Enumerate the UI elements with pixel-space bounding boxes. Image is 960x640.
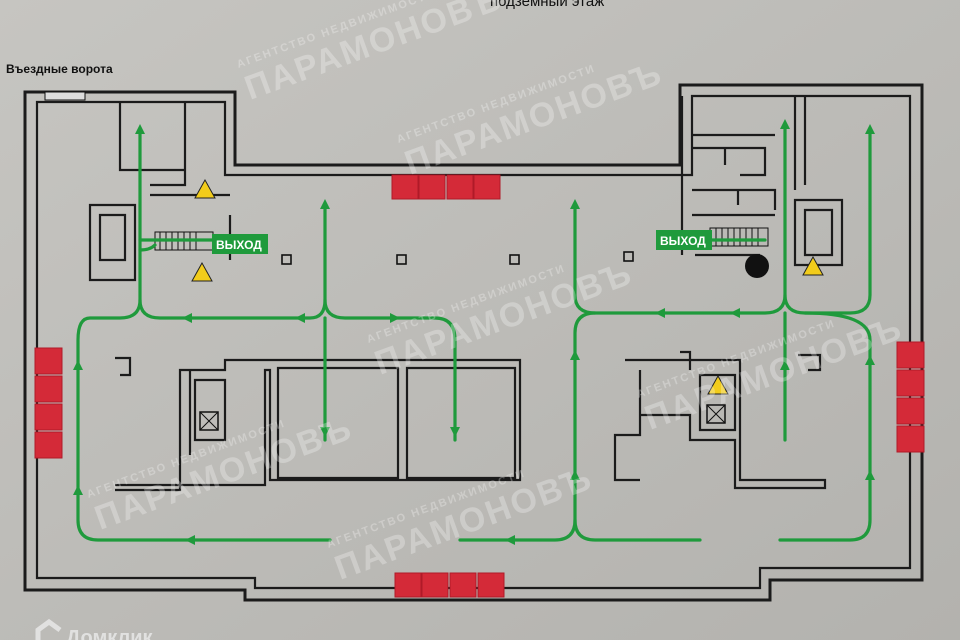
fire-extinguisher-icon	[34, 403, 63, 431]
arrow-down-icon	[320, 427, 330, 437]
arrow-right-icon	[390, 313, 400, 323]
arrow-left-icon	[182, 313, 192, 323]
fire-extinguisher-icon	[896, 341, 925, 369]
domclick-logo: Домклик	[35, 618, 153, 640]
arrow-up-icon	[570, 350, 580, 360]
fire-extinguisher-icon	[477, 572, 505, 598]
exit-sign-left: ВЫХОД	[212, 234, 268, 254]
fire-extinguisher-icon	[896, 425, 925, 453]
arrow-up-icon	[865, 470, 875, 480]
fire-extinguisher-icon	[446, 174, 474, 200]
fire-extinguisher-icon	[394, 572, 422, 598]
fire-extinguisher-icon	[34, 375, 63, 403]
arrow-up-icon	[570, 470, 580, 480]
fire-extinguisher-icon	[896, 397, 925, 425]
inner-rooms-right	[613, 350, 827, 490]
gate-label: Въездные ворота	[6, 62, 113, 76]
arrow-left-icon	[505, 535, 515, 545]
electrical-hazard-icon	[802, 255, 824, 276]
plan-title: подземный этаж	[490, 0, 604, 10]
electrical-hazard-icon	[707, 374, 729, 395]
fire-extinguisher-icon	[34, 347, 63, 375]
arrow-left-icon	[730, 308, 740, 318]
fire-extinguisher-icon	[418, 174, 446, 200]
fire-extinguisher-icon	[473, 174, 501, 200]
fire-equipment-left	[34, 347, 63, 459]
fire-extinguisher-icon	[34, 431, 63, 459]
arrow-up-icon	[73, 485, 83, 495]
route-arrows	[73, 119, 875, 545]
fire-equipment-right	[896, 341, 925, 453]
outer-walls	[23, 83, 924, 602]
arrow-up-icon	[73, 360, 83, 370]
fire-extinguisher-icon	[896, 369, 925, 397]
arrow-up-icon	[135, 124, 145, 134]
arrow-down-icon	[450, 427, 460, 437]
arrow-left-icon	[655, 308, 665, 318]
exit-sign-right: ВЫХОД	[656, 230, 712, 250]
electrical-hazard-icon	[194, 178, 216, 199]
arrow-up-icon	[780, 360, 790, 370]
exit-label: ВЫХОД	[660, 234, 706, 248]
fire-equipment-bottom	[394, 572, 505, 598]
arrow-left-icon	[295, 313, 305, 323]
exit-label: ВЫХОД	[216, 238, 262, 252]
arrow-up-icon	[570, 199, 580, 209]
evacuation-routes	[76, 123, 872, 542]
arrow-up-icon	[320, 199, 330, 209]
electrical-hazard-icons	[191, 178, 824, 395]
arrow-up-icon	[865, 355, 875, 365]
columns	[281, 251, 634, 265]
fire-equipment-top	[391, 174, 501, 200]
arrow-up-icon	[865, 124, 875, 134]
fire-extinguisher-icon	[449, 572, 477, 598]
fire-extinguisher-icon	[421, 572, 449, 598]
fire-extinguisher-icon	[391, 174, 419, 200]
arrow-left-icon	[185, 535, 195, 545]
electrical-hazard-icon	[191, 261, 213, 282]
arrow-up-icon	[780, 119, 790, 129]
domclick-logo-text: Домклик	[66, 627, 153, 640]
inner-rooms-left	[115, 356, 522, 492]
